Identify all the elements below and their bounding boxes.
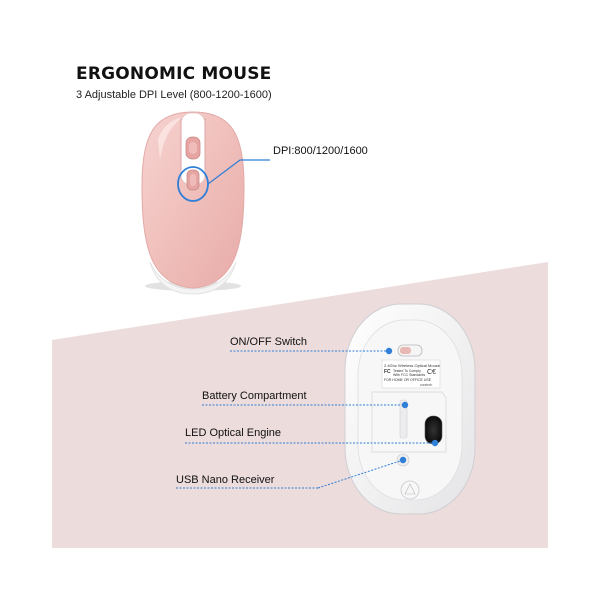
dpi-callout-label: DPI:800/1200/1600 xyxy=(273,145,368,157)
mouse-top-view xyxy=(141,111,245,295)
dpi-callout-line xyxy=(207,159,270,185)
callout-lines xyxy=(176,347,439,489)
usb-callout-label: USB Nano Receiver xyxy=(176,474,275,486)
svg-text:coratech: coratech xyxy=(420,383,432,387)
led-callout-label: LED Optical Engine xyxy=(185,427,281,439)
svg-text:FOR HOME OR OFFICE USE: FOR HOME OR OFFICE USE xyxy=(384,378,432,382)
svg-text:With FCC Standards: With FCC Standards xyxy=(393,373,425,377)
svg-text:2.4Ghz Wireless Optical Mouse: 2.4Ghz Wireless Optical Mouse xyxy=(384,363,441,368)
svg-text:FC: FC xyxy=(384,369,391,375)
label-sticker xyxy=(381,359,441,389)
page-subtitle: 3 Adjustable DPI Level (800-1200-1600) xyxy=(76,89,272,101)
battery-callout-label: Battery Compartment xyxy=(202,390,307,402)
mouse-body xyxy=(141,111,245,289)
optical-sensor xyxy=(424,415,443,445)
svg-text:Tested To Comply: Tested To Comply xyxy=(393,369,421,373)
on-off-callout-label: ON/OFF Switch xyxy=(230,336,308,348)
svg-text:C€: C€ xyxy=(427,369,436,376)
battery-cover xyxy=(371,391,447,453)
page-title: ERGONOMIC MOUSE xyxy=(76,64,272,84)
mouse-bottom-view: 2.4Ghz Wireless Optical Mouse FC Tested … xyxy=(344,303,476,515)
